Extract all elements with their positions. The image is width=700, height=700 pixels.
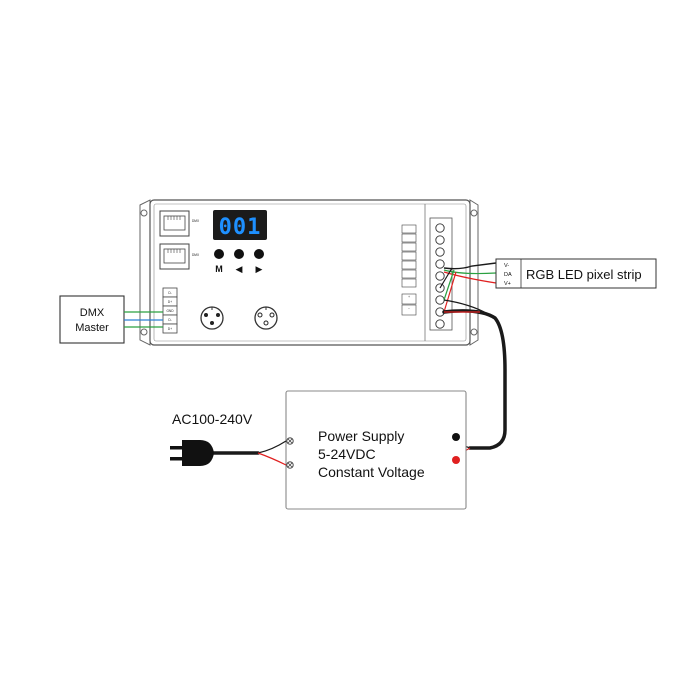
dmx-master-box: DMX Master xyxy=(59,295,125,344)
dmx-spi-controller: DMX DMX 001 M ◀ ▶ xyxy=(139,199,479,346)
rj45-port-2[interactable]: DMX xyxy=(159,243,200,270)
right-arrow-icon: ▶ xyxy=(256,264,263,274)
display-digits: 001 xyxy=(219,215,262,240)
dmx-terminal-block: D- D+ GND D- D+ xyxy=(162,287,178,334)
psu-positive-terminal xyxy=(452,456,460,464)
ac-input-label: AC100-240V xyxy=(172,411,253,427)
mode-button-label: M xyxy=(215,264,223,274)
right-button[interactable]: ▶ xyxy=(254,249,264,274)
dmx-wires xyxy=(124,311,163,328)
led-strip-label: RGB LED pixel strip xyxy=(526,267,642,282)
ac-cable xyxy=(211,440,287,466)
psu-line3: Constant Voltage xyxy=(318,464,425,480)
dmx-term-4: D- xyxy=(168,318,171,322)
dmx-master-line2: Master xyxy=(75,322,109,334)
psu-negative-terminal xyxy=(452,433,460,441)
spi-output-labels: + − xyxy=(401,224,417,316)
left-arrow-icon: ◀ xyxy=(236,264,243,274)
led-strip-box: V- DA V+ RGB LED pixel strip xyxy=(495,258,657,289)
svg-text:+: + xyxy=(408,295,410,299)
dmx-term-2: D+ xyxy=(168,300,172,304)
xlr-out-connector[interactable] xyxy=(254,306,278,330)
seven-segment-display: 001 xyxy=(213,210,267,240)
left-button[interactable]: ◀ xyxy=(234,249,244,274)
strip-wire-v-plus: V+ xyxy=(504,281,511,287)
strip-wire-v-minus: V- xyxy=(504,263,509,269)
led-strip-wires xyxy=(439,262,497,313)
dmx-term-1: D- xyxy=(168,291,171,295)
psu-ac-screw-2 xyxy=(286,461,294,469)
svg-text:−: − xyxy=(408,307,410,311)
strip-wire-da: DA xyxy=(504,272,512,278)
dmx-term-3: GND xyxy=(166,309,174,313)
psu-line2: 5-24VDC xyxy=(318,446,376,462)
psu-ac-screw-1 xyxy=(286,437,294,445)
svg-text:DMX: DMX xyxy=(192,219,200,223)
dmx-master-line1: DMX xyxy=(80,307,105,319)
dmx-term-5: D+ xyxy=(168,327,172,331)
rj45-port-1[interactable]: DMX xyxy=(159,210,200,237)
svg-text:DMX: DMX xyxy=(192,253,200,257)
xlr-in-connector[interactable] xyxy=(200,306,224,330)
power-supply-box: Power Supply 5-24VDC Constant Voltage xyxy=(285,390,467,510)
mode-button[interactable]: M xyxy=(214,249,224,274)
psu-line1: Power Supply xyxy=(318,428,404,444)
ac-plug-icon xyxy=(170,440,214,466)
